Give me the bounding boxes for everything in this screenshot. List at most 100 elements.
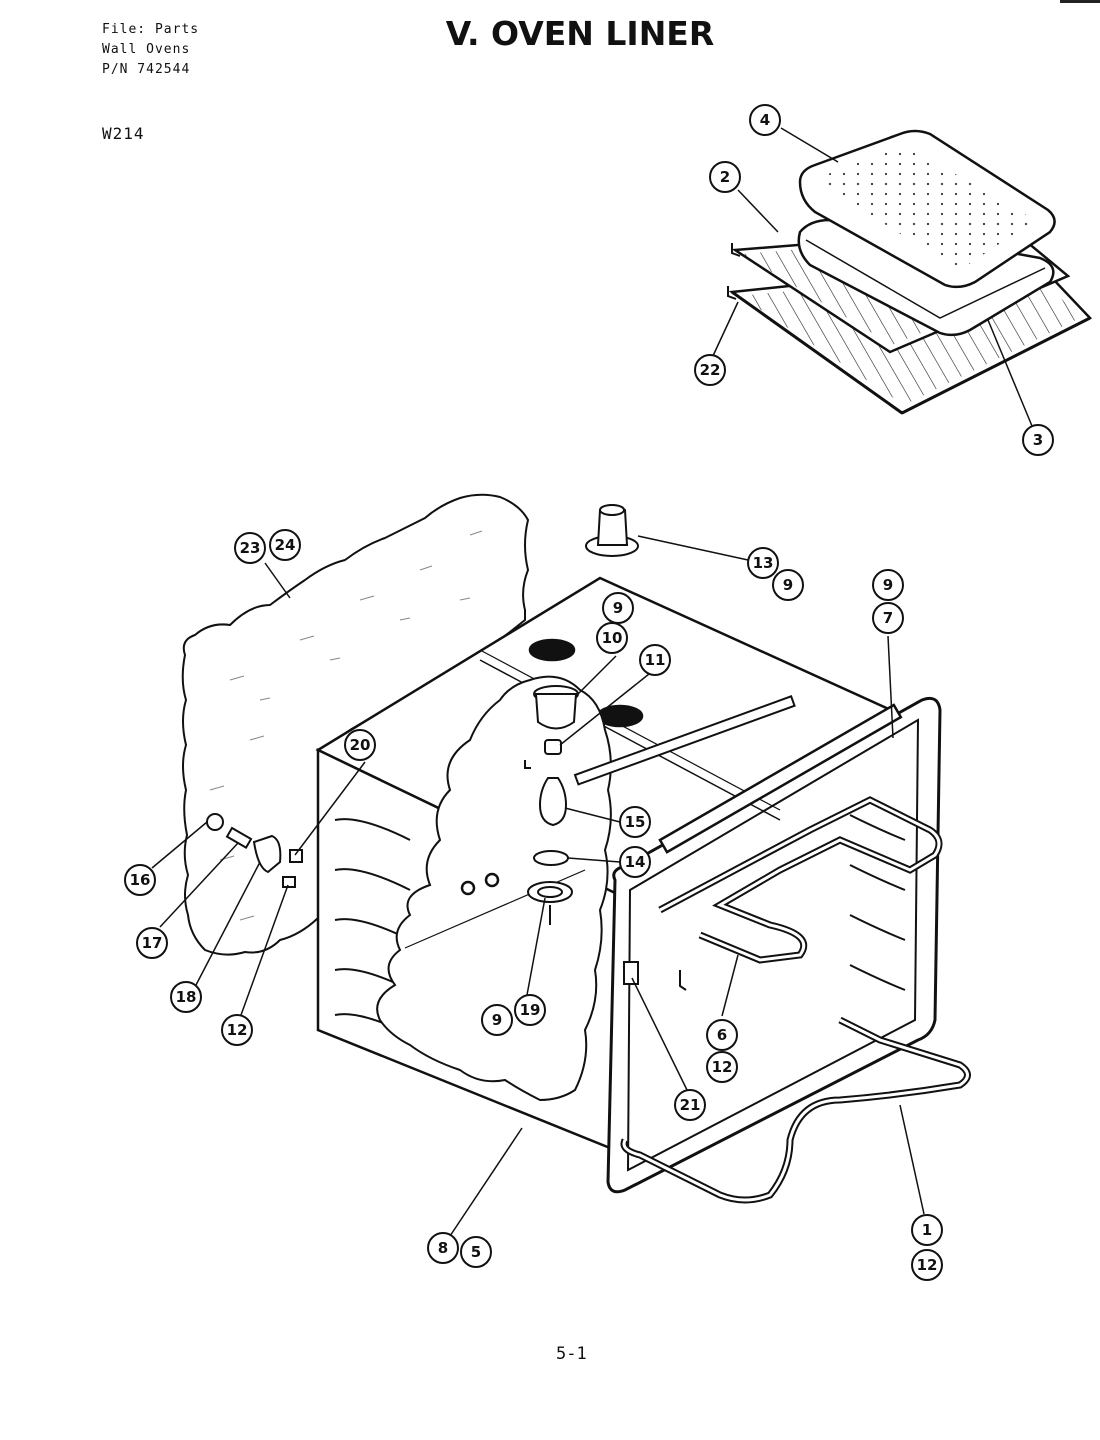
callout-circle [136, 927, 168, 959]
file-info: File: Parts Wall Ovens P/N 742544 [102, 20, 199, 80]
callout-label: 6 [717, 1026, 727, 1044]
callout-12: 12 [706, 1051, 738, 1083]
callout-circle [596, 622, 628, 654]
callout-13: 13 [747, 547, 779, 579]
callout-4: 4 [749, 104, 781, 136]
callout-19: 19 [514, 994, 546, 1026]
callout-circle [344, 729, 376, 761]
callout-label: 17 [142, 934, 163, 952]
callout-23: 23 [234, 532, 266, 564]
callout-label: 5 [471, 1243, 481, 1261]
callout-24: 24 [269, 529, 301, 561]
hinge-screw-lower [282, 876, 296, 888]
callout-8: 8 [427, 1232, 459, 1264]
callout-12: 12 [911, 1249, 943, 1281]
callout-1: 1 [911, 1214, 943, 1246]
callout-label: 24 [275, 536, 296, 554]
hinge-screw [289, 849, 303, 863]
callout-label: 8 [438, 1239, 448, 1257]
callout-label: 18 [176, 988, 197, 1006]
callout-circle [221, 1014, 253, 1046]
callout-label: 22 [700, 361, 721, 379]
callout-circle [706, 1051, 738, 1083]
callout-21: 21 [674, 1089, 706, 1121]
callout-label: 15 [625, 813, 646, 831]
callout-label: 16 [130, 871, 151, 889]
callout-label: 23 [240, 539, 261, 557]
corner-mark [1060, 0, 1100, 3]
bake-element [620, 1016, 971, 1204]
callout-circle [872, 569, 904, 601]
callout-circle [747, 547, 779, 579]
door-hinge-parts [206, 813, 303, 888]
callout-17: 17 [136, 927, 168, 959]
callout-16: 16 [124, 864, 156, 896]
callout-circle [124, 864, 156, 896]
callout-label: 12 [712, 1058, 733, 1076]
callout-label: 3 [1033, 431, 1043, 449]
broil-element [573, 695, 943, 964]
callout-label: 12 [227, 1021, 248, 1039]
callout-circle [619, 806, 651, 838]
callout-circle [911, 1249, 943, 1281]
callout-9: 9 [602, 592, 634, 624]
hinge-pin [225, 826, 253, 850]
callout-9: 9 [772, 569, 804, 601]
callout-18: 18 [170, 981, 202, 1013]
screw [524, 760, 531, 769]
callout-circle [772, 569, 804, 601]
callout-label: 11 [645, 651, 666, 669]
callout-label: 19 [520, 1001, 541, 1019]
model-number: W214 [102, 124, 145, 143]
callout-circle [269, 529, 301, 561]
hinge-plate [252, 834, 282, 874]
callout-circle [749, 104, 781, 136]
light-assembly [524, 504, 639, 925]
sensor-clip [623, 961, 687, 991]
callout-label: 12 [917, 1256, 938, 1274]
callout-label: 7 [883, 609, 893, 627]
callout-11: 11 [639, 644, 671, 676]
broiler-pan [797, 218, 1055, 337]
callout-circle [911, 1214, 943, 1246]
callout-label: 9 [492, 1011, 502, 1029]
callout-circle [619, 846, 651, 878]
callout-6: 6 [706, 1019, 738, 1051]
callout-label: 20 [350, 736, 371, 754]
callout-circle [602, 592, 634, 624]
hinge-bushing [206, 813, 224, 831]
callout-9: 9 [872, 569, 904, 601]
callout-10: 10 [596, 622, 628, 654]
callout-circle [639, 644, 671, 676]
callout-12: 12 [221, 1014, 253, 1046]
callout-22: 22 [694, 354, 726, 386]
callout-label: 2 [720, 168, 730, 186]
broiler-pan-insert [798, 129, 1056, 289]
file-line: File: Parts [102, 22, 200, 37]
light-bulb [538, 777, 568, 827]
light-housing [585, 504, 639, 557]
callout-circle [872, 602, 904, 634]
callout-circle [674, 1089, 706, 1121]
callout-9: 9 [481, 1004, 513, 1036]
callout-circle [514, 994, 546, 1026]
callout-label: 14 [625, 853, 646, 871]
file-line: P/N 742544 [102, 62, 191, 77]
element-bracket [658, 703, 903, 854]
callout-label: 9 [783, 576, 793, 594]
callout-circle [694, 354, 726, 386]
rack-and-broiler-pan-group [727, 129, 1093, 415]
callout-circle [709, 161, 741, 193]
page-title: V. OVEN LINER [445, 14, 715, 53]
callout-circle [234, 532, 266, 564]
file-line: Wall Ovens [102, 42, 191, 57]
leader-lines [151, 127, 1033, 1237]
socket-nut [544, 739, 562, 755]
element-bracket-upper [573, 695, 796, 786]
callout-20: 20 [344, 729, 376, 761]
callout-14: 14 [619, 846, 651, 878]
callout-label: 10 [602, 629, 623, 647]
callout-circle [706, 1019, 738, 1051]
